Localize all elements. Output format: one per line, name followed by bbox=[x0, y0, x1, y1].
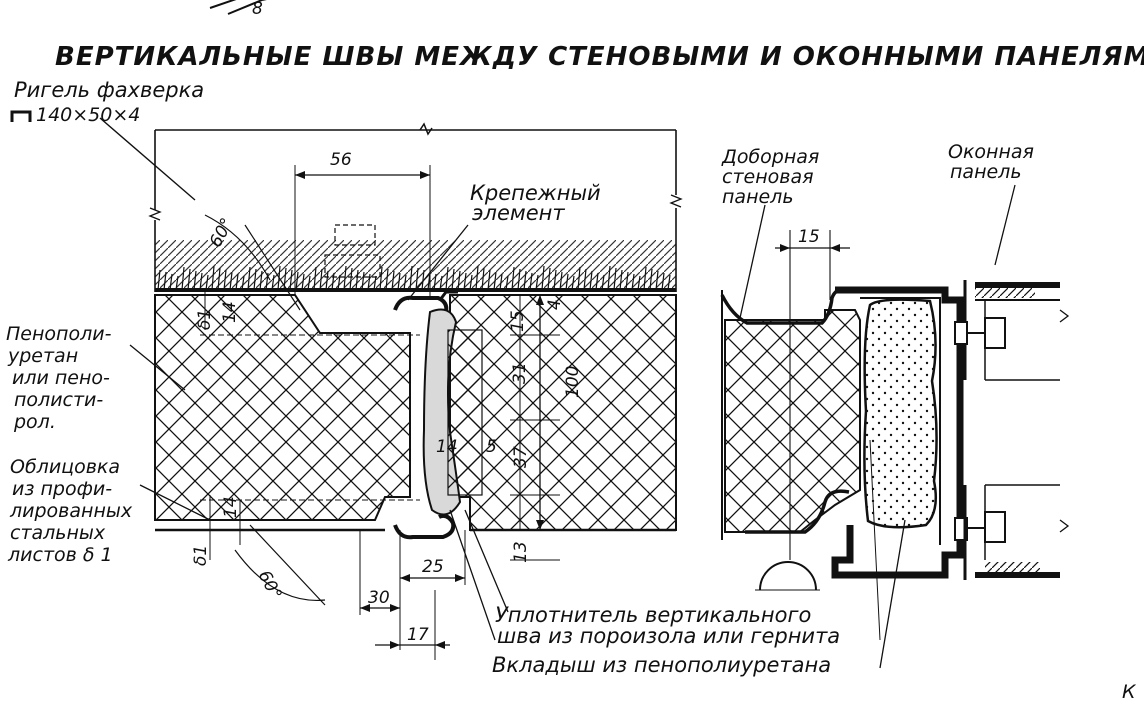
penopoli-line-3: полисти- bbox=[14, 389, 103, 411]
dobornaya-line-2: панель bbox=[722, 186, 794, 208]
left-detail bbox=[129, 122, 683, 660]
penopoli-line-4: рол. bbox=[13, 411, 56, 433]
dim-37: 37 bbox=[511, 446, 531, 468]
dim-13: 13 bbox=[511, 541, 531, 563]
oblitsovka-line-1: из профи- bbox=[12, 478, 112, 500]
krepezh-label-line1: Крепежный bbox=[470, 181, 601, 205]
dim-100: 100 bbox=[563, 366, 583, 398]
krepezh-label-line2: элемент bbox=[472, 201, 565, 225]
oblitsovka-line-2: лированных bbox=[9, 500, 133, 522]
dim-14-mid: 14 bbox=[436, 437, 458, 457]
dim-delta1-bottom: δ1 bbox=[191, 545, 211, 566]
dobornaya-line-1: стеновая bbox=[722, 166, 814, 188]
corner-fragment-top: 8 bbox=[209, 0, 267, 19]
dim-56: 56 bbox=[330, 150, 352, 170]
rigel-size-label: 140×50×4 bbox=[36, 104, 140, 126]
dim-4: 4 bbox=[545, 299, 565, 310]
corner-letter: К bbox=[1122, 681, 1137, 701]
penopoli-line-2: или пено- bbox=[12, 367, 110, 389]
vkladysh-label: Вкладыш из пенополиуретана bbox=[492, 653, 831, 677]
oblitsovka-line-0: Облицовка bbox=[10, 456, 120, 478]
rigel-leader bbox=[99, 117, 196, 201]
dim-15: 15 bbox=[508, 310, 528, 332]
penopoli-line-1: уретан bbox=[7, 345, 78, 367]
corner-dim-label: 8 bbox=[252, 0, 263, 19]
uplotnitel-label-line1: Уплотнитель вертикального bbox=[495, 603, 811, 627]
dim-delta1-top: δ1 bbox=[195, 309, 215, 330]
oblitsovka-line-3: стальных bbox=[10, 522, 106, 544]
okonnaya-line-0: Оконная bbox=[948, 141, 1034, 163]
channel-icon bbox=[10, 110, 32, 122]
dim-25: 25 bbox=[422, 557, 444, 577]
dobornaya-line-0: Доборная bbox=[721, 146, 819, 168]
oblitsovka-line-4: листов δ 1 bbox=[7, 544, 113, 566]
dim-30: 30 bbox=[368, 588, 390, 608]
dim-60-bottom: 60° bbox=[254, 567, 286, 603]
dim-5: 5 bbox=[486, 437, 497, 457]
dim-14-bottom: 14 bbox=[221, 496, 241, 518]
uplotnitel-label-line2: шва из пороизола или гернита bbox=[497, 624, 840, 648]
dim-14-top: 14 bbox=[220, 301, 240, 323]
okonnaya-line-1: панель bbox=[950, 161, 1022, 183]
right-detail bbox=[720, 184, 1070, 669]
dim-31: 31 bbox=[510, 362, 530, 384]
rigel-label: Ригель фахверка bbox=[14, 78, 204, 102]
dim-15-right: 15 bbox=[798, 227, 820, 247]
penopoli-line-0: Пенополи- bbox=[6, 323, 112, 345]
drawing-title: ВЕРТИКАЛЬНЫЕ ШВЫ МЕЖДУ СТЕНОВЫМИ И ОКОНН… bbox=[55, 42, 1144, 72]
dim-17: 17 bbox=[407, 625, 429, 645]
